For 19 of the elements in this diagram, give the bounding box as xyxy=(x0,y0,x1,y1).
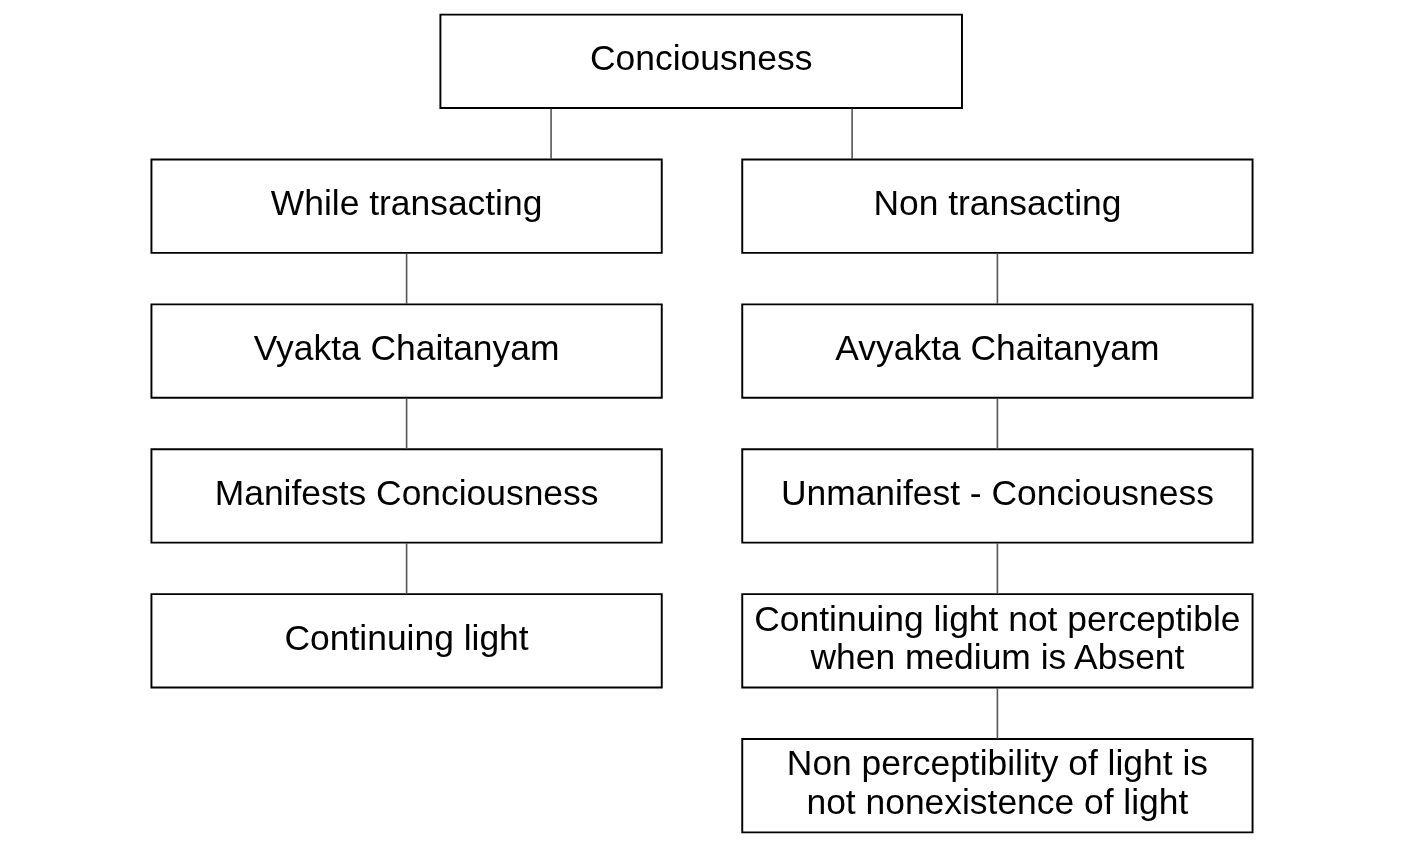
connector xyxy=(996,542,998,595)
connector xyxy=(850,107,853,160)
connector xyxy=(405,397,407,450)
connector xyxy=(549,107,552,160)
connector xyxy=(405,252,407,305)
node-box: Continuing light xyxy=(149,593,663,689)
node-box: While transacting xyxy=(149,158,663,254)
node-box: Unmanifest - Conciousness xyxy=(740,448,1254,544)
connector xyxy=(996,397,998,450)
node-box: Non perceptibility of light is not nonexistence of light xyxy=(740,738,1254,834)
connector xyxy=(405,542,407,595)
node-box: Conciousness xyxy=(438,13,963,109)
node-box: Manifests Conciousness xyxy=(149,448,663,544)
node-box: Vyakta Chaitanyam xyxy=(149,303,663,399)
node-box: Avyakta Chaitanyam xyxy=(740,303,1254,399)
connector xyxy=(996,687,998,740)
connector xyxy=(996,252,998,305)
node-box: Continuing light not perceptible when medium is Absent xyxy=(740,593,1254,689)
node-box: Non transacting xyxy=(740,158,1254,254)
